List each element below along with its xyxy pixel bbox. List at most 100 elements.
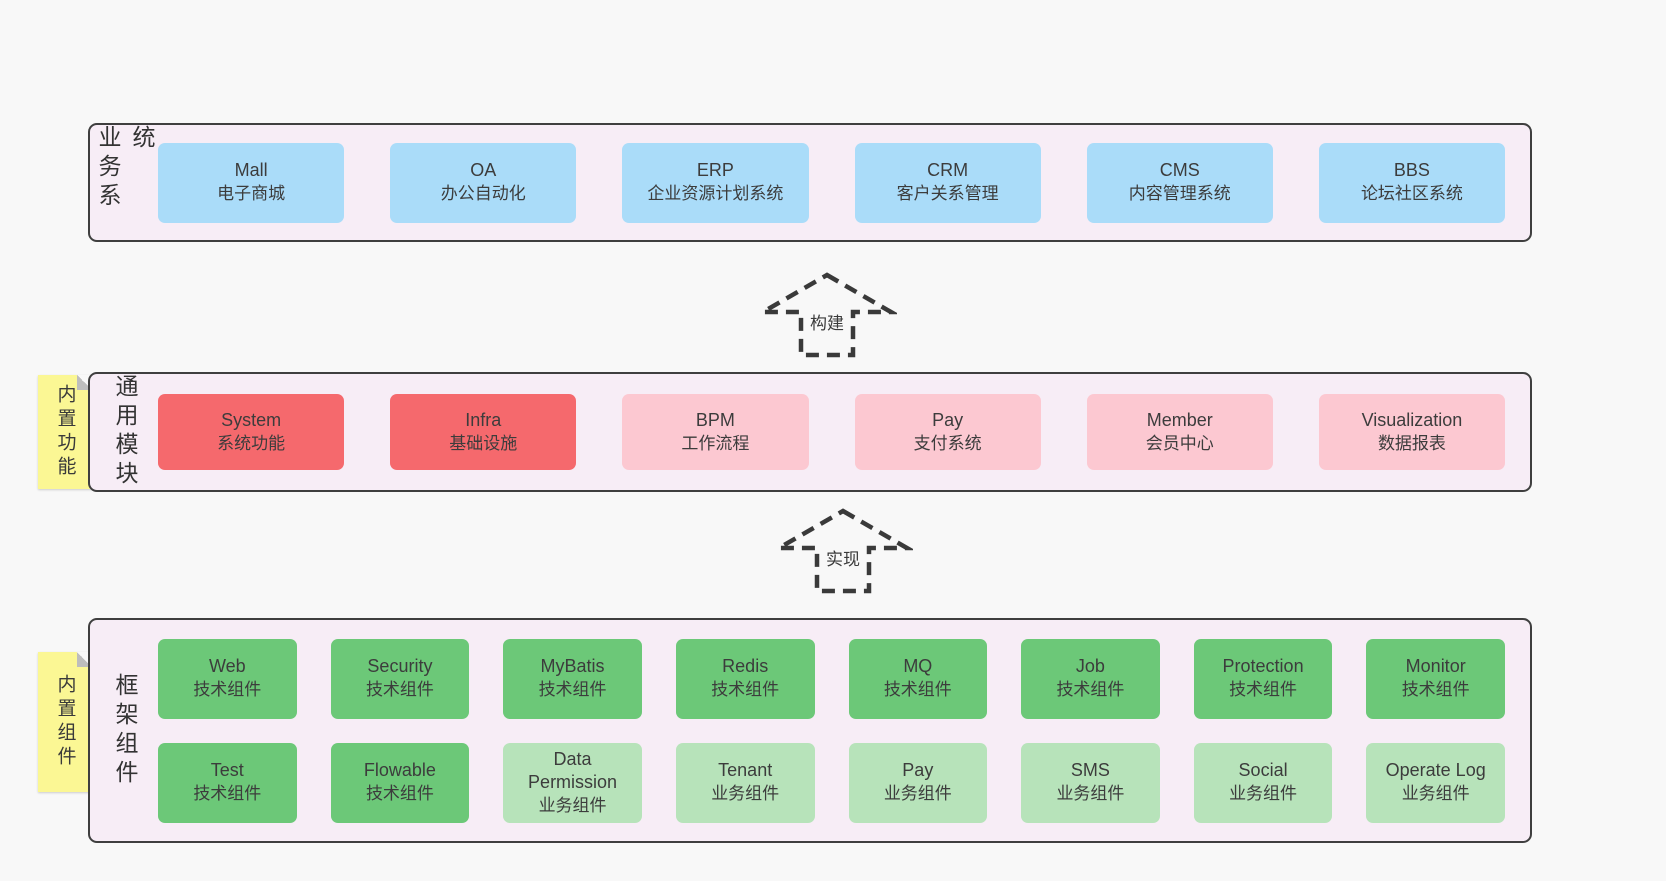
built-in-features-sticky-note: 内置功能 [38,375,92,489]
box-title: Social [1238,760,1288,781]
box-title: Job [1075,656,1105,677]
box-subtitle: 业务组件 [1056,784,1125,804]
visualization-box: Visualization 数据报表 [1318,394,1506,470]
box-title: Monitor [1405,656,1466,677]
bbs-box: BBS 论坛社区系统 [1318,142,1506,223]
box-subtitle: 工作流程 [681,433,750,453]
panel-label-column: 业务系统 [95,125,155,240]
box-title: System [221,409,282,430]
box-subtitle: 技术组件 [711,680,780,700]
box-subtitle: 技术组件 [1056,680,1125,700]
box-title: OA [470,160,497,181]
social-box: Social 业务组件 [1193,742,1333,823]
job-box: Job 技术组件 [1021,638,1160,719]
tenant-box: Tenant 业务组件 [675,742,815,823]
box-subtitle: 业务组件 [1401,784,1470,804]
build-arrow: 构建 [754,272,900,358]
infra-box: Infra 基础设施 [390,394,577,470]
monitor-box: Monitor 技术组件 [1366,638,1505,719]
cms-box: CMS 内容管理系统 [1086,142,1273,223]
mall-box: Mall 电子商城 [158,142,345,223]
mq-box: MQ 技术组件 [848,638,988,719]
box-subtitle: 支付系统 [913,433,982,453]
oa-box: OA 办公自动化 [390,142,577,223]
panel-label: 框架组件 [112,672,138,789]
box-subtitle: 系统功能 [217,433,286,453]
redis-box: Redis 技术组件 [675,638,815,719]
box-title: Redis [722,656,769,677]
web-box: Web 技术组件 [158,638,297,719]
implement-arrow: 实现 [770,508,916,594]
box-title: Infra [465,409,502,430]
bpm-box: BPM 工作流程 [622,394,809,470]
box-title: Web [208,656,246,677]
box-subtitle: 业务组件 [883,784,952,804]
box-title: Visualization [1361,409,1463,430]
box-subtitle: 技术组件 [538,680,607,700]
up-arrow-icon [754,272,900,358]
box-subtitle: 技术组件 [1229,680,1298,700]
panel-rows: Mall 电子商城 OA 办公自动化 ERP 企业资源计划系统 CRM 客户关系管理 CMS 内容… [158,142,1506,223]
box-subtitle: 数据报表 [1377,433,1446,453]
box-subtitle: 会员中心 [1145,433,1214,453]
box-title: ERP [696,160,734,181]
box-subtitle: 技术组件 [883,680,952,700]
built-in-components-sticky-note: 内置组件 [38,652,92,792]
arrow-label: 构建 [806,308,848,335]
box-subtitle: 客户关系管理 [896,184,999,204]
system-box: System 系统功能 [158,394,345,470]
panel-label: 业务系统 [95,125,155,212]
box-row: Mall 电子商城 OA 办公自动化 ERP 企业资源计划系统 CRM 客户关系管理 CMS 内容… [158,142,1506,223]
box-subtitle: 技术组件 [193,680,262,700]
box-title: BPM [695,409,735,430]
sticky-label: 内置功能 [54,384,76,480]
business-systems-panel: 业务系统 Mall 电子商城 OA 办公自动化 ERP 企业资源计划系统 CRM 客户关系管理… [88,123,1532,242]
panel-label: 通用模块 [112,374,138,490]
box-subtitle: 业务组件 [1229,784,1298,804]
box-title: Tenant [718,760,773,781]
box-title: Data Permission [528,748,618,793]
box-subtitle: 技术组件 [365,784,434,804]
panel-label-column: 通用模块 [102,374,148,490]
box-title: BBS [1393,160,1430,181]
up-arrow-icon [770,508,916,594]
box-subtitle: 基础设施 [449,433,518,453]
mybatis-box: MyBatis 技术组件 [503,638,642,719]
box-title: SMS [1070,760,1110,781]
box-subtitle: 论坛社区系统 [1360,184,1463,204]
pay-business-box: Pay 业务组件 [848,742,988,823]
box-title: Flowable [363,760,436,781]
box-subtitle: 技术组件 [365,680,434,700]
box-title: MQ [903,656,933,677]
crm-box: CRM 客户关系管理 [854,142,1041,223]
box-subtitle: 企业资源计划系统 [647,184,784,204]
box-subtitle: 技术组件 [193,784,262,804]
erp-box: ERP 企业资源计划系统 [622,142,809,223]
box-title: Mall [234,160,268,181]
box-title: CRM [927,160,969,181]
box-subtitle: 技术组件 [1401,680,1470,700]
sms-box: SMS 业务组件 [1021,742,1160,823]
box-subtitle: 办公自动化 [440,184,526,204]
arrow-label: 实现 [822,544,864,571]
sticky-label: 内置组件 [54,674,76,770]
box-subtitle: 内容管理系统 [1128,184,1231,204]
flowable-box: Flowable 技术组件 [330,742,470,823]
box-title: MyBatis [540,656,605,677]
box-title: Pay [902,760,934,781]
box-subtitle: 业务组件 [711,784,780,804]
box-subtitle: 电子商城 [217,184,286,204]
box-title: CMS [1159,160,1200,181]
